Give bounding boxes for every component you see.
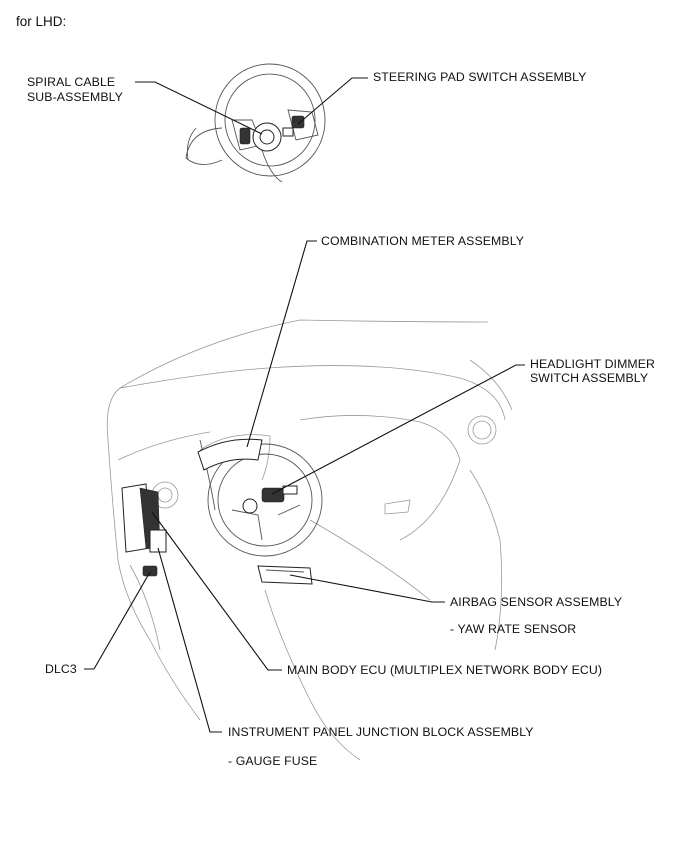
airbag-sensor-label: AIRBAG SENSOR ASSEMBLY — [450, 595, 623, 609]
headlight-dimmer-switch-part — [242, 485, 298, 514]
leader-spiral-cable — [135, 81, 263, 135]
page-title: for LHD: — [16, 14, 67, 29]
dlc3-part — [142, 565, 158, 577]
yaw-rate-sensor-label: - YAW RATE SENSOR — [450, 622, 577, 636]
steering-pad-switch-part — [282, 115, 305, 137]
leader-steering-pad — [297, 77, 368, 125]
spiral-cable-label-line2: SUB-ASSEMBLY — [27, 90, 123, 104]
leader-combination-meter — [246, 240, 317, 448]
combination-meter-part — [197, 438, 263, 471]
leader-dlc3 — [84, 571, 151, 670]
dashboard-drawing — [106, 319, 513, 761]
combination-meter-label: COMBINATION METER ASSEMBLY — [321, 234, 525, 248]
gauge-fuse-label: - GAUGE FUSE — [228, 754, 318, 768]
junction-block-part — [149, 529, 167, 553]
steering-pad-switch-label: STEERING PAD SWITCH ASSEMBLY — [373, 70, 587, 84]
leader-airbag-sensor — [289, 574, 445, 603]
spiral-cable-part — [239, 122, 282, 152]
airbag-sensor-part — [257, 565, 313, 585]
spiral-cable-label-line1: SPIRAL CABLE — [27, 75, 116, 89]
dlc3-label: DLC3 — [45, 662, 77, 676]
leader-headlight-dimmer — [271, 364, 525, 495]
headlight-dimmer-label-line1: HEADLIGHT DIMMER — [530, 357, 656, 371]
headlight-dimmer-label-line2: SWITCH ASSEMBLY — [530, 371, 649, 385]
leader-main-body-ecu — [151, 511, 282, 671]
junction-block-label: INSTRUMENT PANEL JUNCTION BLOCK ASSEMBLY — [228, 725, 534, 739]
leader-junction-block — [157, 547, 222, 733]
main-body-ecu-label: MAIN BODY ECU (MULTIPLEX NETWORK BODY EC… — [287, 663, 603, 677]
steering-wheel-detail-drawing — [185, 63, 326, 183]
